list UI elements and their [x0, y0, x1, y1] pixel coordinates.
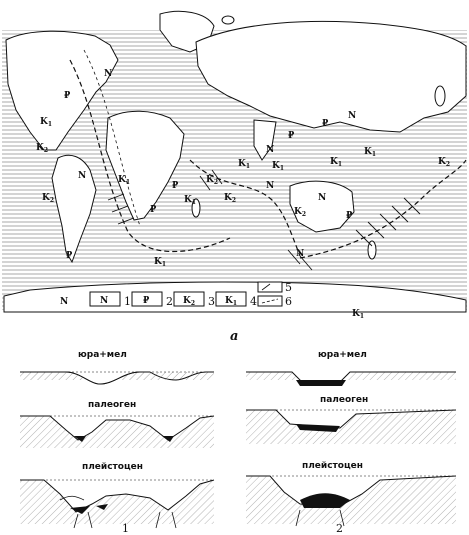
section-column-2: юра+мел палеоген плейстоцен 2	[246, 350, 457, 535]
map-label: ₽	[66, 251, 73, 261]
map-label: N	[266, 181, 274, 191]
stage-label: палеоген	[88, 400, 136, 410]
legend-number: 1	[124, 295, 131, 308]
map-label: ₽	[346, 211, 353, 221]
continent-south-america	[51, 154, 97, 264]
map-label: K1	[40, 117, 52, 128]
map-legend: N 1 ₽ 2 K2 3 K1 4 5 6	[89, 281, 292, 308]
map-label: N	[78, 171, 86, 181]
map-label: ₽	[288, 131, 295, 141]
map-label: K1	[184, 195, 196, 206]
legend-symbol: ₽	[143, 296, 150, 306]
ridge-indian	[189, 159, 301, 257]
ridge-pacific	[299, 159, 467, 259]
island-new-zealand	[367, 240, 377, 260]
map-label: K2	[42, 193, 54, 204]
map-label: ₽	[150, 205, 157, 215]
legend-number: 5	[285, 281, 292, 294]
legend-number: 6	[285, 295, 292, 308]
map-label: K2	[36, 143, 48, 154]
map-label: K2	[224, 193, 236, 204]
legend-symbol: K1	[225, 296, 237, 307]
continent-north-america	[5, 30, 119, 151]
stage-label: плейстоцен	[302, 461, 363, 471]
map-label: K1	[272, 161, 284, 172]
section-column-1: юра+мел палеоген плейстоцен 1	[20, 350, 215, 535]
map-labels: N ₽ K1 K2 N K1 K2 ₽ ₽ K2 K2 K1 N ₽ N K1 …	[36, 69, 450, 320]
legend-symbol: K2	[183, 296, 195, 307]
map-label: K2	[206, 175, 218, 186]
map-label: K1	[238, 159, 250, 170]
map-label: K2	[438, 157, 450, 168]
map-label: K1	[364, 147, 376, 158]
stage-label: плейстоцен	[82, 462, 143, 472]
map-label: N	[104, 69, 112, 79]
legend-symbol: N	[100, 296, 108, 306]
map-label: N	[318, 193, 326, 203]
map-label: K1	[154, 257, 166, 268]
section-number: 1	[122, 522, 129, 535]
legend-number: 3	[208, 295, 215, 308]
map-label: N	[60, 297, 68, 307]
continent-australia	[289, 180, 355, 233]
island-japan	[434, 85, 446, 107]
map-label: ₽	[172, 181, 179, 191]
ridge-atlantic-2	[83, 49, 141, 227]
map-label: K2	[294, 207, 306, 218]
map-label: N	[266, 145, 274, 155]
continent-india	[253, 119, 277, 161]
stage-label: палеоген	[320, 395, 368, 405]
map-label: N	[296, 249, 304, 259]
map-label: ₽	[64, 91, 71, 101]
island-iceland	[221, 15, 235, 25]
map-label: N	[348, 111, 356, 121]
continent-africa	[105, 110, 185, 221]
section-number: 2	[336, 522, 343, 535]
legend-number: 4	[250, 295, 257, 308]
stage-label: юра+мел	[78, 350, 127, 360]
map-label: ₽	[322, 119, 329, 129]
ocean-floor-age-map	[2, 10, 467, 313]
continent-eurasia	[195, 20, 467, 133]
ridge-atlantic	[69, 59, 231, 253]
map-label: K1	[330, 157, 342, 168]
stage-label: юра+мел	[318, 350, 367, 360]
fracture-zones	[107, 169, 421, 271]
panel-caption-a: a	[230, 329, 238, 344]
legend-number: 2	[166, 295, 173, 308]
island-madagascar	[191, 198, 201, 218]
map-label: K1	[118, 175, 130, 186]
map-label: K1	[352, 309, 364, 320]
